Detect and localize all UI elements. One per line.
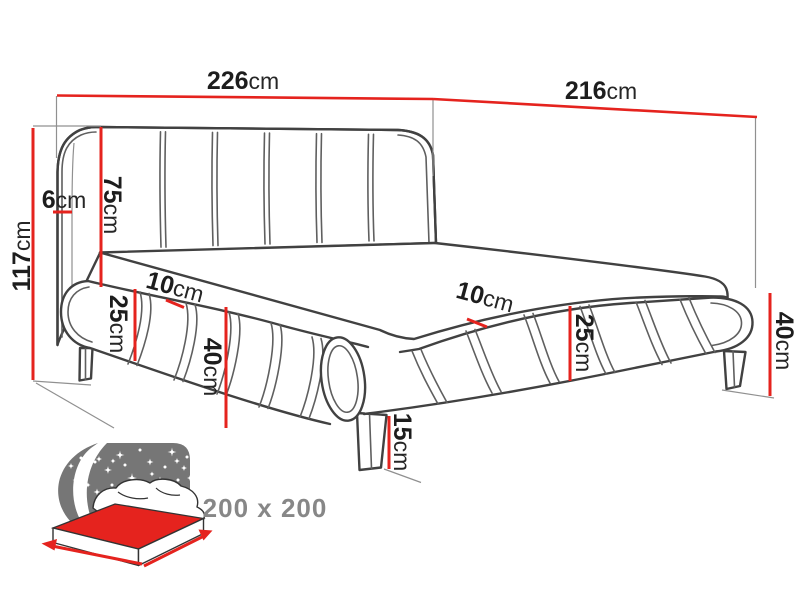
mattress: [98, 241, 729, 341]
bed-legs: [78, 346, 747, 472]
label-15cm: 15cm: [388, 413, 416, 471]
depth-arrow-head: [198, 529, 213, 541]
left-rail: [59, 279, 370, 426]
label-216cm: 216cm: [565, 77, 637, 105]
right-rail-seams: [411, 297, 716, 405]
headboard: [56, 125, 438, 347]
label-6cm: 6cm: [42, 186, 87, 214]
label-25cm-right: 25cm: [570, 314, 598, 372]
label-226cm: 226cm: [207, 67, 279, 95]
front-leg: [355, 411, 388, 472]
label-25cm-left: 25cm: [104, 295, 132, 353]
corner-cap: [319, 336, 367, 422]
width-arrow-head: [41, 539, 57, 551]
width-arrow: [51, 544, 143, 566]
label-117cm: 117cm: [8, 220, 36, 291]
label-75cm: 75cm: [98, 176, 126, 234]
dim-line-226: [56, 94, 434, 101]
right-leg: [722, 349, 747, 391]
right-rail: [362, 296, 754, 416]
size-label: 200 x 200: [203, 493, 328, 523]
headboard-channel-seams: [159, 131, 375, 248]
dim-tick-10-left: [165, 298, 185, 309]
dim-tick-10-front: [466, 317, 488, 329]
floor-lines: [32, 380, 775, 484]
dim-line-216: [432, 97, 758, 119]
label-40cm-right: 40cm: [770, 312, 798, 370]
depth-arrow: [143, 533, 207, 568]
bed-drawing: [32, 125, 775, 484]
moon-crescent: [58, 443, 98, 521]
label-40cm-left: 40cm: [198, 338, 226, 396]
bed-size-icon: 200 x 200: [41, 443, 328, 568]
